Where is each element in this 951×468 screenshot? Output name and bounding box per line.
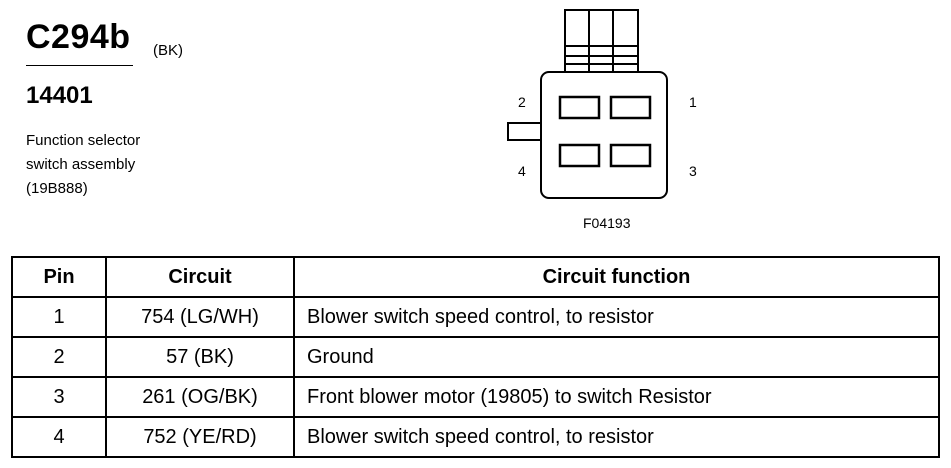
pin-cell: 2	[11, 336, 107, 378]
description-line: switch assembly	[26, 156, 136, 173]
function-cell: Front blower motor (19805) to switch Res…	[293, 376, 940, 418]
table-row: 1 754 (LG/WH) Blower switch speed contro…	[11, 296, 940, 338]
wire-harness	[564, 9, 639, 72]
table-row: 4 752 (YE/RD) Blower switch speed contro…	[11, 416, 940, 458]
table-row: 2 57 (BK) Ground	[11, 336, 940, 378]
pin-label-3: 3	[689, 163, 697, 179]
table-header-row: Pin Circuit Circuit function	[11, 256, 940, 298]
description-line: Function selector	[26, 132, 141, 149]
function-cell: Blower switch speed control, to resistor	[293, 416, 940, 458]
pin-cell: 4	[11, 416, 107, 458]
part-number: 14401	[26, 82, 93, 109]
title-underline	[26, 65, 133, 66]
pin-cell: 3	[11, 376, 107, 418]
circuit-cell: 754 (LG/WH)	[105, 296, 295, 338]
circuit-cell: 261 (OG/BK)	[105, 376, 295, 418]
pin-cell: 1	[11, 296, 107, 338]
pin-label-2: 2	[518, 94, 526, 110]
circuit-cell: 57 (BK)	[105, 336, 295, 378]
connector-diagram	[507, 9, 668, 199]
column-header-function: Circuit function	[293, 256, 940, 298]
description-line: (19B888)	[26, 180, 88, 197]
locking-tab	[507, 122, 542, 141]
table-row: 3 261 (OG/BK) Front blower motor (19805)…	[11, 376, 940, 418]
connector-body	[540, 71, 668, 199]
connector-title: C294b	[26, 18, 131, 56]
pin-label-1: 1	[689, 94, 697, 110]
column-header-pin: Pin	[11, 256, 107, 298]
pin-cavity-4	[558, 143, 601, 168]
pin-cavity-1	[609, 95, 652, 120]
figure-id: F04193	[583, 215, 631, 231]
pin-cavity-3	[609, 143, 652, 168]
pin-table: Pin Circuit Circuit function 1 754 (LG/W…	[11, 256, 940, 458]
function-cell: Blower switch speed control, to resistor	[293, 296, 940, 338]
pin-label-4: 4	[518, 163, 526, 179]
color-code: (BK)	[153, 42, 183, 59]
circuit-cell: 752 (YE/RD)	[105, 416, 295, 458]
column-header-circuit: Circuit	[105, 256, 295, 298]
function-cell: Ground	[293, 336, 940, 378]
pin-cavity-2	[558, 95, 601, 120]
